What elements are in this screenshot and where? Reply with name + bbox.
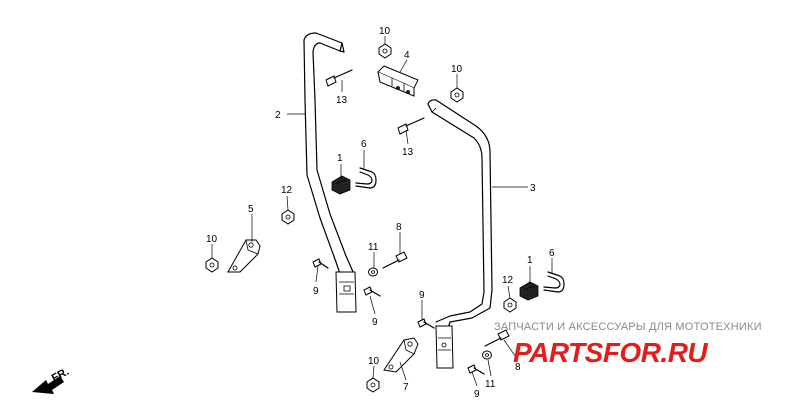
front-direction-indicator: FR. (32, 366, 71, 394)
callout-10-right: 10 (451, 64, 463, 75)
callout-13-left: 13 (336, 95, 348, 106)
watermark-caption: ЗАПЧАСТИ И АКСЕССУАРЫ ДЛЯ МОТОТЕХНИКИ (494, 321, 762, 333)
washer-11-left (368, 267, 378, 277)
front-direction-label: FR. (50, 366, 71, 385)
callout-12-right: 12 (502, 275, 514, 286)
right-stay-bracket (383, 337, 419, 373)
callout-9-b: 9 (372, 317, 378, 328)
bolt-13-right (397, 117, 425, 135)
callout-9-a: 9 (313, 286, 319, 297)
callout-10-left: 10 (206, 234, 218, 245)
callout-11-right: 11 (485, 379, 496, 390)
bolt-9-b (363, 286, 381, 297)
callout-4: 4 (404, 50, 410, 61)
watermark: ЗАПЧАСТИ И АКСЕССУАРЫ ДЛЯ МОТОТЕХНИКИ PA… (494, 321, 762, 368)
bolt-8-right (484, 329, 510, 347)
callout-3: 3 (530, 183, 536, 194)
nut-10-bottom (366, 377, 380, 393)
callout-7: 7 (403, 382, 409, 393)
callout-13-right: 13 (402, 147, 414, 158)
front-arrow-icon (32, 376, 64, 394)
right-frame-bar (427, 99, 493, 369)
callout-9-c: 9 (419, 290, 425, 301)
callout-1-left: 1 (337, 153, 343, 164)
callout-10-top: 10 (379, 26, 391, 37)
clamp-rubber-left (331, 175, 351, 195)
nut-10-right (450, 87, 464, 103)
left-frame-bar (303, 32, 357, 313)
callout-8-left: 8 (396, 222, 402, 233)
leader-lines (211, 36, 553, 387)
callout-6-right: 6 (549, 248, 555, 259)
nut-10-top (378, 43, 392, 59)
callout-2: 2 (275, 110, 281, 121)
callout-6-left: 6 (361, 139, 367, 150)
callout-10-bottom: 10 (368, 356, 380, 367)
callout-5: 5 (248, 204, 254, 215)
u-clip-right (543, 271, 565, 293)
bolt-9-c (417, 318, 435, 329)
clamp-rubber-right (519, 281, 539, 301)
nut-12-right (503, 297, 517, 313)
nut-10-left (205, 257, 219, 273)
callout-9-d: 9 (474, 389, 480, 400)
bolt-9-a (312, 258, 329, 269)
nut-12-left (281, 209, 295, 225)
bolt-8-left (382, 251, 408, 269)
callout-11-left: 11 (368, 242, 379, 253)
bolt-9-d (467, 364, 485, 375)
callout-12-left: 12 (281, 185, 293, 196)
left-stay-bracket (227, 239, 261, 273)
callout-1-right: 1 (527, 255, 533, 266)
callout-numbers: 1 1 2 3 4 5 6 6 7 8 8 9 9 9 9 10 10 10 1… (206, 26, 555, 400)
watermark-logo: PARTSFOR.RU (513, 337, 708, 368)
bolt-13-left (325, 69, 353, 87)
washer-11-right (482, 350, 492, 360)
u-clip-left (355, 167, 377, 189)
joint-pipe (377, 65, 419, 97)
callout-8-right: 8 (515, 362, 521, 373)
